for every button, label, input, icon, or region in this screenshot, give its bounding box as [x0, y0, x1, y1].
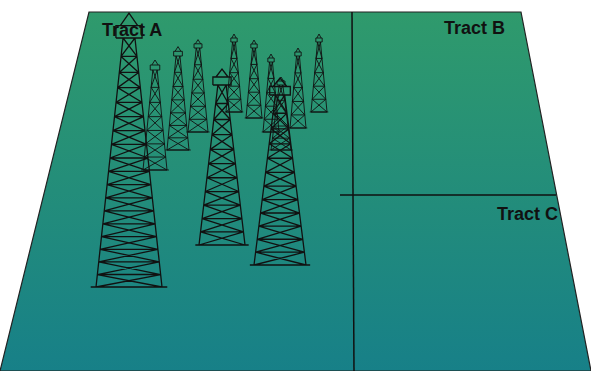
- tract-region: Tract A: [102, 21, 167, 41]
- derrick: [262, 54, 281, 132]
- tract-region: Tract C: [492, 205, 558, 225]
- tract-boundary: [352, 12, 354, 371]
- derrick-frame: [310, 34, 329, 112]
- derrick-frame: [165, 47, 191, 150]
- derrick: [186, 40, 209, 132]
- derrick-frame: [195, 69, 248, 245]
- derrick: [310, 34, 329, 112]
- derrick-frame: [262, 54, 281, 132]
- land-parcel: [0, 12, 591, 371]
- derrick: [91, 13, 168, 287]
- derrick-frame: [245, 40, 264, 118]
- derrick-frame: [289, 48, 308, 128]
- oil-derricks: [91, 13, 329, 287]
- derrick-frame: [186, 40, 209, 132]
- derrick: [289, 48, 308, 128]
- tract-label: Tract C: [492, 205, 558, 225]
- tract-label: Tract B: [439, 19, 505, 39]
- derrick-frame: [141, 60, 169, 170]
- derrick: [245, 40, 264, 118]
- tract-boundary: [340, 194, 556, 196]
- derrick: [165, 47, 191, 150]
- derrick-frame: [91, 13, 168, 287]
- derrick: [141, 60, 169, 170]
- derrick: [195, 69, 248, 245]
- derrick-frame: [250, 78, 310, 265]
- derrick: [250, 78, 310, 265]
- tract-region: Tract B: [439, 19, 505, 39]
- tract-label: Tract A: [102, 21, 167, 41]
